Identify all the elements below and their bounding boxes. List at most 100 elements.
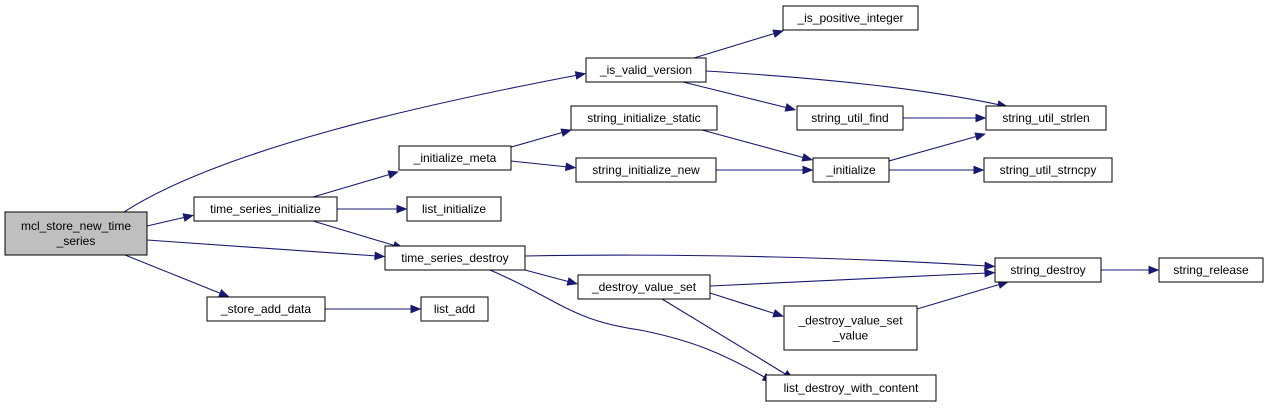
edge-arrowhead bbox=[410, 304, 422, 314]
edge-arrowhead bbox=[801, 153, 814, 162]
edge-line bbox=[524, 254, 988, 267]
node-box bbox=[398, 145, 512, 171]
call-graph-nodes: mcl_store_new_time_series _is_valid_versi… bbox=[4, 5, 1264, 402]
node-string-util-strncpy[interactable]: string_util_strncpy bbox=[983, 157, 1113, 183]
node-label: _store_add_data bbox=[220, 302, 311, 316]
node-label: list_add bbox=[434, 302, 475, 316]
node-label: list_initialize bbox=[422, 202, 486, 216]
edge-string_destroy-to-string_release bbox=[1101, 265, 1160, 275]
node-box bbox=[585, 57, 707, 83]
edge-arrowhead bbox=[387, 170, 399, 179]
edge-arrowhead bbox=[784, 103, 797, 112]
node-label: mcl_store_new_time bbox=[21, 219, 131, 233]
edge-line bbox=[312, 173, 392, 198]
node-box bbox=[420, 296, 489, 322]
node-string-release[interactable]: string_release bbox=[1158, 257, 1264, 283]
node-destroy-value-set[interactable]: _destroy_value_set bbox=[577, 274, 711, 300]
edge-line bbox=[693, 32, 777, 59]
node-label: string_initialize_static bbox=[587, 111, 700, 125]
node-string-initialize-static[interactable]: string_initialize_static bbox=[570, 105, 718, 131]
edge-_is_valid_version-to-string_util_find bbox=[682, 81, 797, 112]
edge-arrowhead bbox=[984, 261, 996, 271]
node-box bbox=[570, 105, 718, 131]
edge-line bbox=[709, 272, 988, 287]
edge-line bbox=[701, 129, 806, 159]
node-label: time_series_destroy bbox=[401, 251, 508, 265]
node-label: list_destroy_with_content bbox=[784, 381, 919, 395]
node-label: _is_positive_integer bbox=[796, 11, 903, 25]
node-string-util-strlen[interactable]: string_util_strlen bbox=[985, 105, 1107, 131]
edge-arrowhead bbox=[560, 128, 572, 137]
node-box bbox=[1158, 257, 1264, 283]
edge-_destroy_value_set-to-string_destroy bbox=[709, 268, 996, 287]
edge-arrowhead bbox=[974, 132, 987, 141]
edge-arrowhead bbox=[802, 165, 814, 175]
edge-arrowhead bbox=[973, 165, 985, 175]
edge-arrowhead bbox=[374, 251, 386, 261]
edge-arrowhead bbox=[574, 71, 587, 80]
node-label: _destroy_value_set bbox=[797, 314, 903, 328]
node-initialize-meta[interactable]: _initialize_meta bbox=[398, 145, 512, 171]
node-label: _destroy_value_set bbox=[591, 280, 697, 294]
node-box bbox=[994, 257, 1102, 283]
edge-time_series_initialize-to-_initialize_meta bbox=[312, 170, 399, 198]
node-label: string_util_strlen bbox=[1002, 111, 1089, 125]
edge-time_series_initialize-to-time_series_destroy bbox=[312, 220, 404, 250]
node-label: _initialize bbox=[825, 163, 876, 177]
edge-arrowhead bbox=[975, 113, 987, 123]
edge-mcl_store_new_time_series-to-time_series_destroy bbox=[146, 239, 386, 261]
node-string-destroy[interactable]: string_destroy bbox=[994, 257, 1102, 283]
edge-_store_add_data-to-list_add bbox=[325, 304, 422, 314]
edge-line bbox=[682, 81, 789, 109]
edge-time_series_destroy-to-string_destroy bbox=[524, 254, 996, 271]
node-box bbox=[812, 157, 890, 183]
node-label: _initialize_meta bbox=[413, 151, 497, 165]
edge-_destroy_value_set-to-list_destroy_with_content bbox=[661, 298, 795, 380]
node-mcl-store-new-time-series[interactable]: mcl_store_new_time_series bbox=[4, 211, 148, 256]
edge-_is_valid_version-to-string_util_strlen bbox=[705, 70, 1009, 109]
edge-line bbox=[146, 216, 187, 227]
edge-string_initialize_new-to-_initialize bbox=[716, 165, 814, 175]
edge-arrowhead bbox=[566, 277, 579, 286]
edge-arrowhead bbox=[772, 29, 784, 38]
edge-_initialize-to-string_util_strlen bbox=[888, 132, 987, 162]
node-box bbox=[577, 274, 711, 300]
edge-line bbox=[661, 298, 788, 376]
node-string-initialize-new[interactable]: string_initialize_new bbox=[575, 157, 717, 183]
node-list-add[interactable]: list_add bbox=[420, 296, 489, 322]
node-box bbox=[406, 196, 502, 222]
edge-line bbox=[510, 160, 569, 168]
edge-line bbox=[888, 135, 979, 162]
node-time-series-initialize[interactable]: time_series_initialize bbox=[193, 196, 338, 222]
node-destroy-value-set-value[interactable]: _destroy_value_set_value bbox=[783, 305, 918, 351]
node-initialize[interactable]: _initialize bbox=[812, 157, 890, 183]
node-string-util-find[interactable]: string_util_find bbox=[796, 105, 904, 131]
edge-_destroy_value_set_value-to-string_destroy bbox=[916, 280, 1009, 310]
edge-arrowhead bbox=[218, 289, 230, 298]
edge-line bbox=[916, 283, 1002, 310]
node-box bbox=[384, 245, 526, 271]
edge-arrowhead bbox=[984, 268, 996, 278]
node-label: time_series_initialize bbox=[210, 202, 321, 216]
node-label: string_util_find bbox=[811, 111, 888, 125]
edge-line bbox=[709, 292, 777, 315]
node-time-series-destroy[interactable]: time_series_destroy bbox=[384, 245, 526, 271]
node-box bbox=[782, 5, 919, 31]
node-is-valid-version[interactable]: _is_valid_version bbox=[585, 57, 707, 83]
node-list-initialize[interactable]: list_initialize bbox=[406, 196, 502, 222]
edge-time_series_initialize-to-list_initialize bbox=[337, 204, 408, 214]
node-list-destroy-with-content[interactable]: list_destroy_with_content bbox=[765, 374, 937, 402]
edge-line bbox=[705, 70, 1001, 106]
node-label: _is_valid_version bbox=[599, 63, 692, 77]
node-store-add-data[interactable]: _store_add_data bbox=[206, 296, 326, 322]
call-graph-edges bbox=[123, 29, 1160, 383]
node-label: string_release bbox=[1173, 263, 1249, 277]
edge-_initialize_meta-to-string_initialize_new bbox=[510, 160, 577, 172]
edge-mcl_store_new_time_series-to-time_series_initialize bbox=[146, 213, 195, 227]
edge-line bbox=[524, 269, 571, 283]
node-is-positive-integer[interactable]: _is_positive_integer bbox=[782, 5, 919, 31]
node-box bbox=[983, 157, 1113, 183]
edge-arrowhead bbox=[182, 213, 195, 222]
edge-mcl_store_new_time_series-to-_store_add_data bbox=[124, 254, 230, 298]
